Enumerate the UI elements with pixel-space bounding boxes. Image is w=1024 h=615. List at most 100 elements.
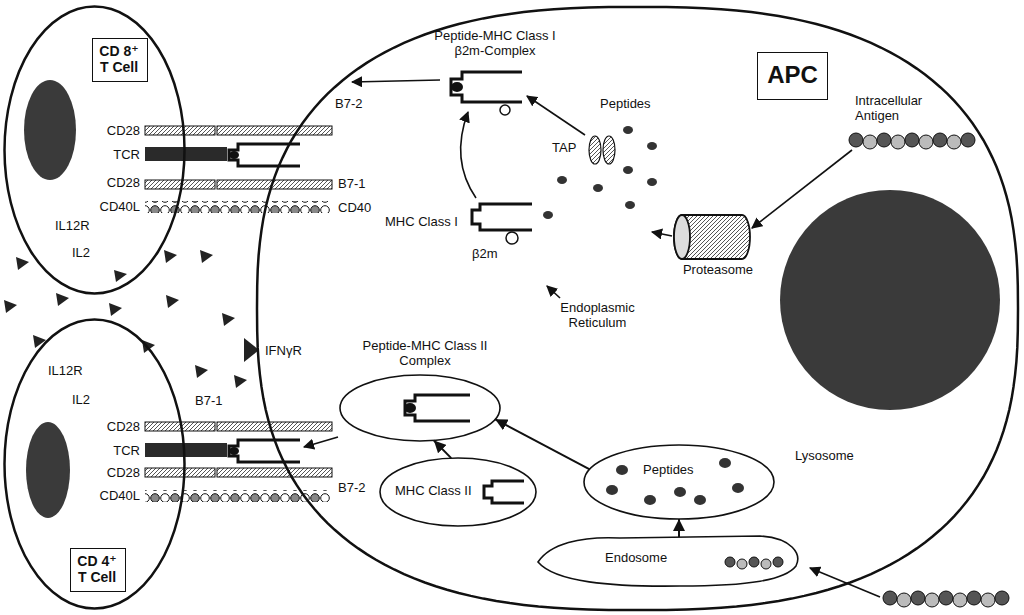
peptide — [623, 166, 633, 174]
t-cell-receptor — [145, 147, 227, 161]
mhc-molecule — [229, 440, 300, 462]
antigen-chain — [773, 557, 783, 567]
transport-arrow — [352, 80, 440, 82]
antigen-chain — [761, 559, 771, 569]
molecule-label: MHC Class I — [385, 214, 458, 229]
beta2-microglobulin — [500, 105, 510, 115]
cell-nucleus — [780, 190, 1000, 410]
peptide — [593, 184, 603, 192]
molecule-label: TCR — [100, 147, 140, 162]
cell-name-box: CD 4⁺ T Cell — [70, 548, 126, 592]
peptide — [616, 465, 628, 475]
bound-peptide — [404, 403, 416, 413]
cell-name: APC — [766, 61, 819, 89]
transport-arrow — [652, 232, 672, 236]
t-cell-outline — [5, 320, 185, 609]
proteasome-end — [674, 215, 690, 259]
molecule-label: Peptides — [600, 96, 651, 111]
costimulatory-molecule — [217, 180, 332, 189]
mhc-molecule — [484, 481, 524, 503]
t-cell: CD28TCRCD28CD40LIL12RIL2CD 8⁺ T Cell — [3, 5, 186, 295]
costimulatory-molecule — [145, 468, 215, 477]
peptide — [606, 485, 618, 495]
lysosome-outline — [584, 445, 774, 519]
antigen-chain — [883, 591, 897, 605]
molecule-label: Intracellular Antigen — [855, 93, 950, 123]
peptide — [557, 176, 567, 184]
cytokine — [164, 250, 177, 263]
transport-arrow — [461, 112, 476, 198]
organelle-label: Lysosome — [795, 448, 854, 463]
molecule-label: B7-1 — [195, 393, 222, 408]
molecule-label: CD40L — [96, 199, 140, 214]
antigen-chain — [863, 135, 877, 149]
cell-nucleus — [24, 80, 1000, 518]
antigen-chain — [925, 593, 939, 607]
costimulatory-molecule — [217, 422, 332, 431]
bound-peptide — [229, 151, 239, 159]
tap-transporter — [603, 136, 615, 164]
endosome: Endosome — [530, 532, 805, 592]
cytokine — [195, 365, 208, 378]
peptide — [647, 178, 657, 186]
peptide — [625, 201, 635, 209]
peptide — [674, 487, 686, 497]
vesicle-label: Peptide-MHC Class II Complex — [345, 338, 505, 368]
cytokine — [166, 295, 179, 308]
endosome-outline — [538, 536, 798, 586]
molecule-label: CD40L — [96, 488, 140, 503]
costimulatory-molecule — [145, 126, 215, 135]
vesicle-label: MHC Class II — [395, 483, 472, 498]
molecule-label: CD28 — [100, 465, 140, 480]
organelle-label: Peptides — [643, 462, 694, 477]
antigen-chain — [939, 591, 953, 605]
t-cell-receptor — [145, 443, 227, 457]
costimulatory-molecule — [217, 468, 332, 477]
organelle-label: Endosome — [605, 550, 667, 565]
organelle-label: Proteasome — [668, 262, 768, 277]
cd40-ligand — [145, 201, 330, 213]
molecule-label: Endoplasmic Reticulum — [545, 300, 650, 330]
molecule-label: CD40 — [338, 200, 371, 215]
molecule-label: IL2 — [72, 245, 90, 260]
beta2-microglobulin — [506, 232, 518, 244]
vesicle: MHC Class II — [378, 455, 538, 530]
antigen-chain — [933, 133, 947, 147]
t-cell-receptor — [145, 147, 227, 457]
peptide — [644, 495, 656, 505]
antigen-chain — [737, 559, 747, 569]
molecule-label: B7-2 — [335, 96, 362, 111]
antigen-chain — [897, 593, 911, 607]
antigen-chain — [967, 591, 981, 605]
bound-peptide — [451, 82, 463, 92]
vesicle-outline — [340, 375, 500, 441]
cytokine — [234, 375, 247, 388]
transport-arrow — [304, 80, 880, 597]
molecule-label: CD28 — [100, 175, 140, 190]
cell-name-box: CD 8⁺ T Cell — [92, 38, 148, 82]
arrow-connector — [678, 519, 680, 537]
mhc-molecule — [229, 144, 300, 166]
proteasome-body — [674, 215, 750, 259]
transport-arrow — [527, 96, 585, 135]
antigen-chain — [891, 135, 905, 149]
antigen-chain — [981, 593, 995, 607]
antigen-chain — [919, 135, 933, 149]
antigen-presenting-cell-outline — [257, 7, 1018, 610]
t-cell-outline — [5, 7, 185, 294]
cytokine — [16, 257, 29, 270]
antigen-chain — [877, 133, 891, 147]
antigen-chain — [725, 557, 735, 567]
mhc-molecule — [472, 204, 532, 230]
tap-transporter — [589, 136, 601, 164]
molecule-label: Peptide-MHC Class I β2m-Complex — [420, 28, 570, 58]
mhc-molecule — [451, 72, 522, 102]
peptide — [719, 458, 731, 468]
costimulatory-molecule — [145, 180, 215, 189]
peptide — [694, 495, 706, 505]
endosome-outline — [530, 532, 805, 592]
molecule-label: IL2 — [72, 392, 90, 407]
cell-name: CD 8⁺ T Cell — [97, 43, 141, 75]
cell-name: CD 4⁺ T Cell — [75, 553, 119, 585]
costimulatory-molecule — [145, 126, 332, 477]
